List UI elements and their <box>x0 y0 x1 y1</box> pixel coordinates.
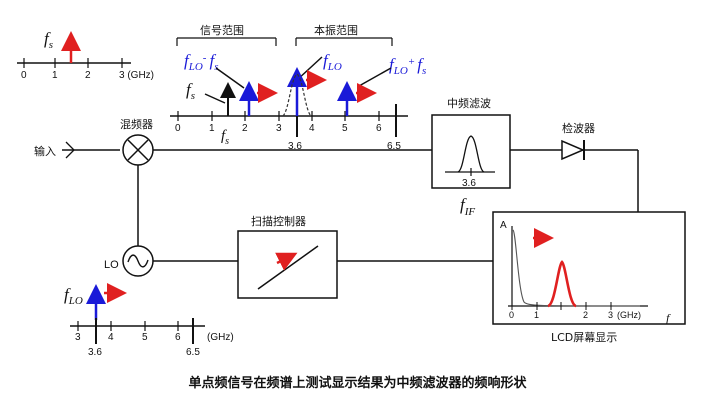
sweep-red-arrow <box>275 252 298 271</box>
mixer-label: 混频器 <box>120 117 153 131</box>
tick-label: 6 <box>175 332 181 343</box>
tick-label: 5 <box>142 332 148 343</box>
tick-label: 2 <box>242 123 248 134</box>
lo-marker-6.5-label: 6.5 <box>186 347 200 358</box>
lo-section: LO 扫描控制器 fLO 3 4 5 6 (GHz) 3.6 6.5 <box>64 214 493 358</box>
tick-label: 3 <box>75 332 81 343</box>
flo-axis-symbol: fLO <box>64 285 83 307</box>
spectrum-ticks <box>177 111 380 121</box>
lcd-tick-label: 0 <box>509 310 514 320</box>
input-chevron-icon <box>65 141 75 159</box>
signal-range-label: 信号范围 <box>200 23 244 37</box>
tick-label: 5 <box>342 123 348 134</box>
detector-diode-icon <box>561 139 585 161</box>
sweep-controller-box <box>237 230 338 299</box>
pointer-line <box>215 67 245 89</box>
tick-label: 4 <box>309 123 315 134</box>
detector-label: 检波器 <box>562 121 595 135</box>
sine-wave-icon <box>127 254 149 268</box>
pointer-line <box>296 56 323 81</box>
flo-plus-fs-label: fLO+fs <box>389 55 426 77</box>
tick-label: 3 <box>276 123 282 134</box>
lo-axis-ticks <box>77 321 179 331</box>
marker-3.6-label: 3.6 <box>288 141 302 152</box>
pointer-line <box>204 93 226 104</box>
fs-symbol: fs <box>44 29 53 51</box>
tick-label: 2 <box>85 70 91 81</box>
fs-below-label: fs <box>221 128 229 147</box>
mixer-cross <box>127 139 149 161</box>
lcd-tick-label: 3 <box>608 310 613 320</box>
image-range-label: 本振范围 <box>314 23 358 37</box>
flo-label: fLO <box>323 51 342 73</box>
lcd-tick-label: 1 <box>534 310 539 320</box>
fif-label: fIF <box>460 195 475 218</box>
lo-label: LO <box>104 259 119 271</box>
lcd-unit-label: (GHz) <box>617 310 641 320</box>
tick-label: 1 <box>52 70 58 81</box>
lcd-display: A 0 1 2 3 (GHz) f LCD屏幕显示 <box>492 211 686 344</box>
fs-label: fs <box>186 80 195 102</box>
figure-caption: 单点频信号在频谱上测试显示结果为中频滤波器的频响形状 <box>188 376 527 391</box>
lcd-tick-label: 2 <box>583 310 588 320</box>
tick-label: 0 <box>21 70 27 81</box>
main-spectrum: 信号范围 本振范围 fLO-fs fLO fLO+fs fs <box>170 23 426 152</box>
lcd-red-response <box>547 260 577 308</box>
if-filter-value: 3.6 <box>462 178 476 189</box>
unit-label: (GHz) <box>207 332 234 343</box>
top-left-spectrum: fs 0 1 2 3 (GHz) <box>17 29 154 81</box>
sweep-label: 扫描控制器 <box>251 214 306 228</box>
lcd-title: LCD屏幕显示 <box>551 330 617 344</box>
signal-path: 输入 混频器 中频滤波 3.6 fIF 检波器 <box>34 96 639 246</box>
lo-marker-3.6-label: 3.6 <box>88 347 102 358</box>
lcd-ticks <box>511 302 612 310</box>
marker-6.5-label: 6.5 <box>387 141 401 152</box>
if-filter-label: 中频滤波 <box>447 96 491 110</box>
tick-label: 1 <box>209 123 215 134</box>
lcd-a-label: A <box>500 220 507 231</box>
tick-label: 6 <box>376 123 382 134</box>
tick-label: 3 (GHz) <box>119 70 154 81</box>
if-filter-dashed-shape <box>282 73 312 117</box>
tick-label: 0 <box>175 123 181 134</box>
lcd-screen-box <box>492 211 686 325</box>
input-label: 输入 <box>34 144 56 158</box>
tick-label: 4 <box>108 332 114 343</box>
lcd-f-label: f <box>666 311 671 325</box>
if-filter-curve <box>457 135 485 173</box>
flo-minus-fs-label: fLO-fs <box>184 51 218 73</box>
pointer-line <box>358 67 392 87</box>
